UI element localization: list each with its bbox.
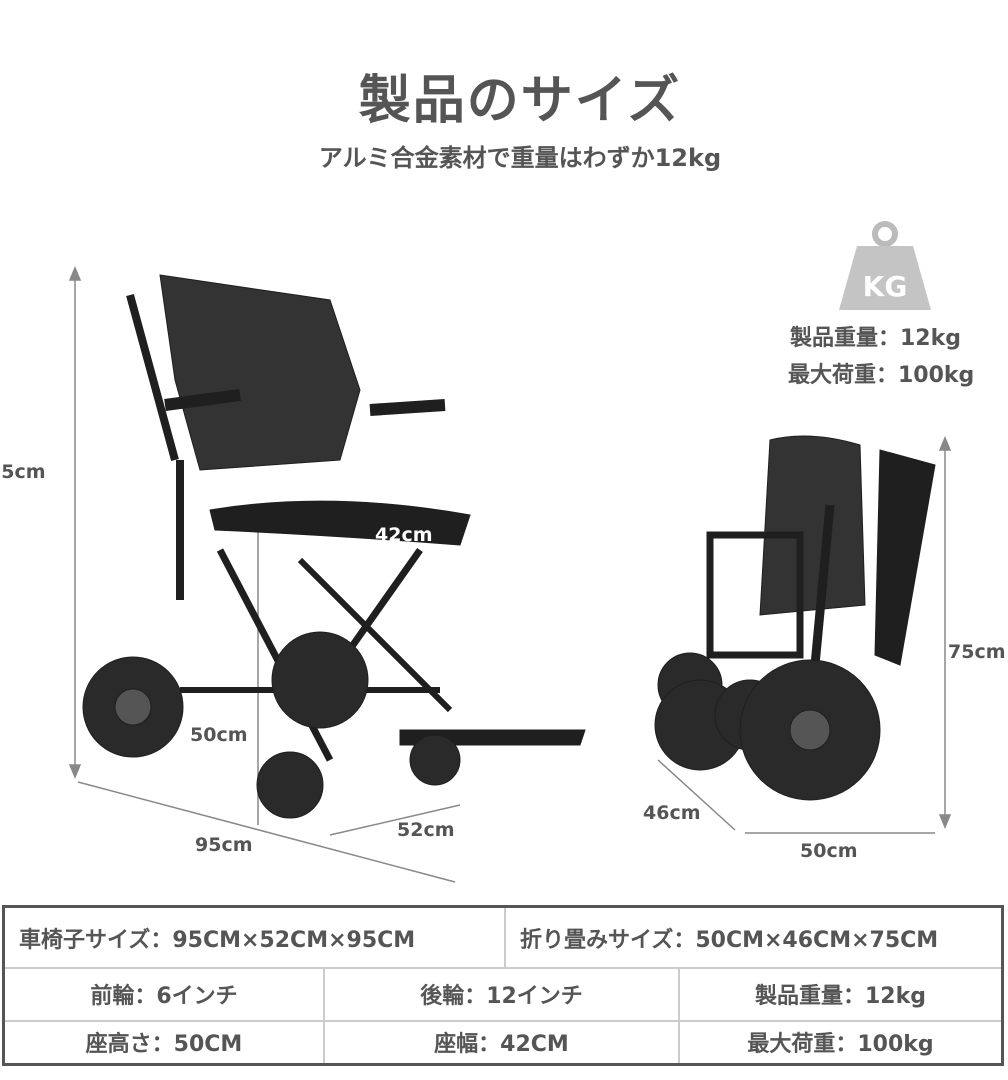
table-cell-front-wheel: 前輪：6インチ <box>5 967 325 1020</box>
dim-folded-depth: 46cm <box>643 802 701 824</box>
max-load: 最大荷重：100kg <box>788 363 975 388</box>
product-weight: 製品重量：12kg <box>790 326 961 351</box>
table-cell-seat-width: 座幅：42CM <box>325 1020 680 1063</box>
wheelchair-folded-image <box>654 435 952 834</box>
wheelchair-unfolded-image <box>68 266 586 883</box>
dim-length: 95cm <box>195 834 253 856</box>
table-cell-wheelchair-size: 車椅子サイズ：95CM×52CM×95CM <box>5 908 506 967</box>
dim-seat-height: 50cm <box>190 724 248 746</box>
dim-width: 52cm <box>397 819 455 841</box>
table-cell-rear-wheel: 後輪：12インチ <box>325 967 680 1020</box>
table-row: 車椅子サイズ：95CM×52CM×95CM 折り畳みサイズ：50CM×46CM×… <box>5 908 1001 969</box>
dim-folded-width: 50cm <box>800 840 858 862</box>
spec-table: 車椅子サイズ：95CM×52CM×95CM 折り畳みサイズ：50CM×46CM×… <box>2 905 1004 1066</box>
table-cell-seat-height: 座高さ：50CM <box>5 1020 325 1063</box>
weight-icon: KG <box>839 221 931 310</box>
dim-folded-height: 75cm <box>948 641 1006 663</box>
table-cell-folded-size: 折り畳みサイズ：50CM×46CM×75CM <box>520 927 939 953</box>
weight-icon-label: KG <box>863 270 908 303</box>
table-row: 前輪：6インチ 後輪：12インチ 製品重量：12kg <box>5 967 1001 1022</box>
table-row: 座高さ：50CM 座幅：42CM 最大荷重：100kg <box>5 1020 1001 1063</box>
dim-height: 95cm <box>0 461 46 483</box>
page-title: 製品のサイズ <box>358 71 682 131</box>
dim-seat-width: 42cm <box>375 524 433 546</box>
page-subtitle: アルミ合金素材で重量はわずか12kg <box>318 144 722 172</box>
table-cell-max-load: 最大荷重：100kg <box>747 1031 934 1057</box>
table-cell-product-weight: 製品重量：12kg <box>755 983 926 1009</box>
